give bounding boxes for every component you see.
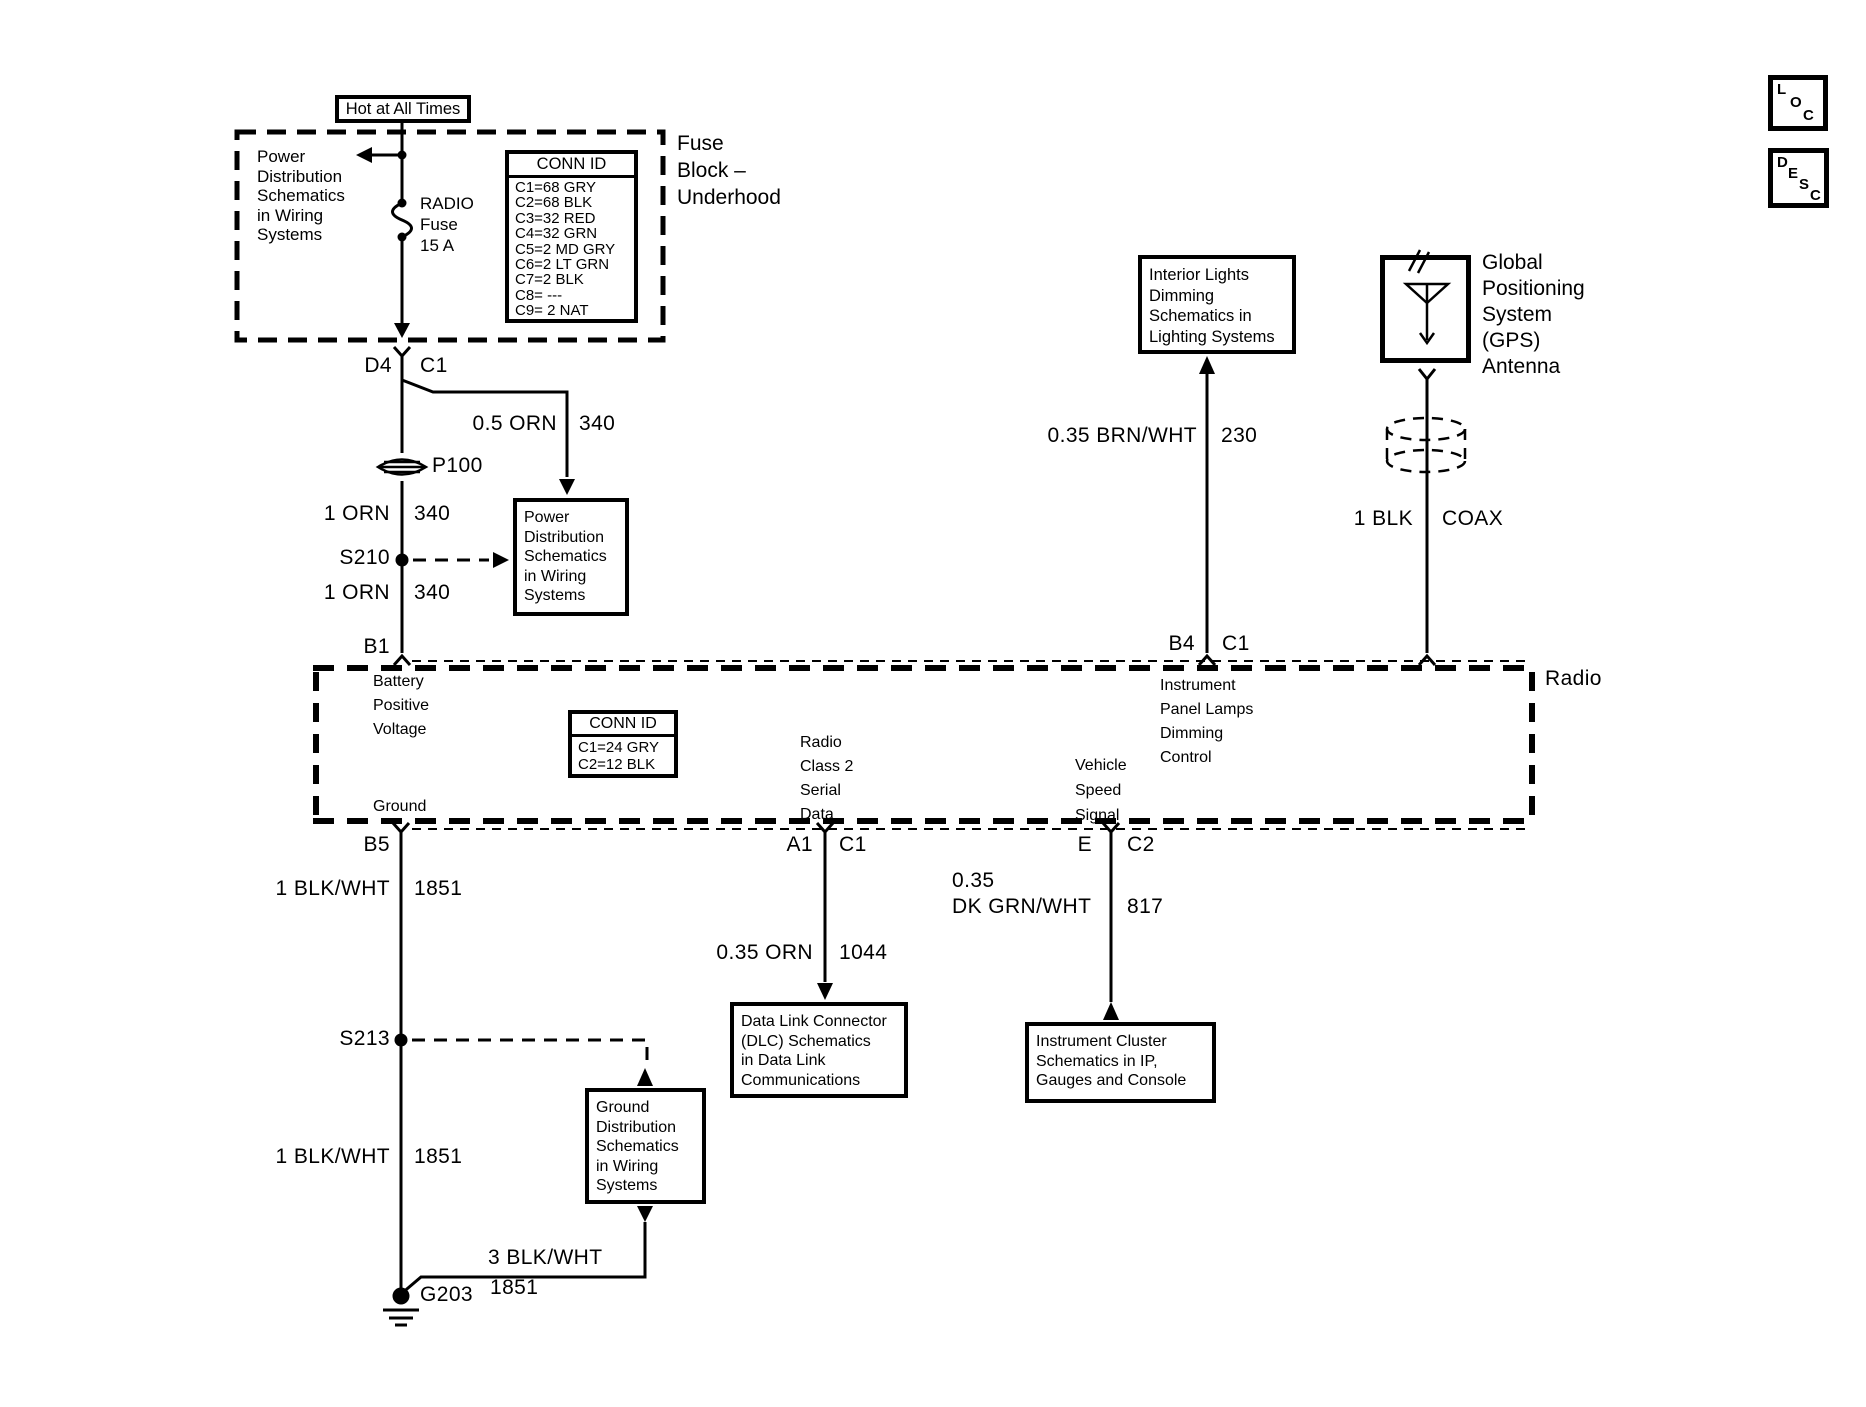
conn-id-rows: C1=68 GRY C2=68 BLK C3=32 RED C4=32 GRN … [515,179,616,320]
conn-id-title: CONN ID [509,154,634,178]
branch-0p5-orn [401,378,575,495]
conn-id-radio-title: CONN ID [572,714,674,737]
pin-b4: B4 [1168,632,1195,655]
conn-id-table-underhood: CONN ID C1=68 GRY C2=68 BLK C3=32 RED C4… [505,150,638,323]
splice-s210 [395,552,509,568]
wire-3blkwht [400,1206,653,1296]
pin-c1-underhood: C1 [420,354,448,377]
coax-wire [1417,368,1437,666]
ground-symbol [383,1287,419,1327]
wire-label-1-blk: 1 BLK [1353,507,1413,530]
wire-label-blkwht-upper: 1 BLK/WHT [275,877,390,900]
wire-size-0p35-vss: 0.35 [952,869,995,892]
pin-a1: A1 [786,833,813,856]
wire-vss [1101,822,1121,1020]
gps-antenna-label: Global Positioning System (GPS) Antenna [1482,251,1585,378]
power-wire [392,122,412,666]
wire-label-1-orn-lower: 1 ORN [323,581,390,604]
circuit-230: 230 [1221,424,1258,447]
pin-b1: B1 [363,635,390,658]
radio-outline [313,660,1535,830]
radio-ground-label: Ground [373,798,427,815]
splice-s213-label: S213 [339,1027,390,1050]
circuit-1851-upper: 1851 [414,877,463,900]
splice-s213 [394,1033,653,1086]
grommet-symbol [375,458,429,476]
fuse-block-power-dist-note: Power Distribution Schematics in Wiring … [257,147,345,244]
circuit-817: 817 [1127,895,1164,918]
radio-class2-label: Radio Class 2 Serial Data [800,734,854,823]
ground-g203-label: G203 [420,1283,473,1306]
circuit-coax: COAX [1442,507,1504,530]
pin-b4-c1: C1 [1222,632,1250,655]
circuit-1851-lower: 1851 [414,1145,463,1168]
wire-class2 [815,822,835,1000]
circuit-1851-ground: 1851 [490,1276,539,1299]
desc-button[interactable]: D E S C [1768,148,1829,208]
conn-id-radio-rows: C1=24 GRY C2=12 BLK [578,739,660,773]
wire-label-0p35-orn: 0.35 ORN [716,941,813,964]
wire-ground [391,822,411,1293]
loc-button[interactable]: L O C [1768,75,1828,131]
wire-label-0p5-orn: 0.5 ORN [472,412,557,435]
fuse-symbol [391,198,413,242]
wire-label-1-orn-upper: 1 ORN [323,502,390,525]
wire-label-dk-grn-wht: DK GRN/WHT [952,895,1092,918]
radio-name-label: Radio [1545,667,1602,690]
ground-dist-ref-box: Ground Distribution Schematics in Wiring… [585,1088,706,1204]
hot-at-all-times-label: Hot at All Times [345,100,461,118]
power-dist-arrow [356,147,407,163]
wire-label-3-blkwht: 3 BLK/WHT [488,1246,603,1269]
instrument-cluster-ref-box: Instrument Cluster Schematics in IP, Gau… [1025,1022,1216,1103]
hot-at-all-times-box: Hot at All Times [335,95,471,123]
gps-antenna-box [1380,255,1471,363]
pin-b5: B5 [363,833,390,856]
wire-label-blkwht-lower: 1 BLK/WHT [275,1145,390,1168]
circuit-1044: 1044 [839,941,888,964]
radio-vss-label: Vehicle Speed Signal [1075,757,1127,824]
pin-a1-c1: C1 [839,833,867,856]
wire-brn-wht [1197,356,1217,666]
pin-e: E [1077,833,1092,856]
dlc-ref-box: Data Link Connector (DLC) Schematics in … [730,1002,908,1098]
fuse-label: RADIO Fuse 15 A [420,194,474,255]
loc-button-label: L [1777,81,1787,98]
circuit-340-lower: 340 [414,581,451,604]
pin-e-c2: C2 [1127,833,1155,856]
pin-d4: D4 [364,354,392,377]
circuit-340-upper: 340 [414,502,451,525]
fuse-block-outline [234,129,666,343]
desc-button-label: D [1777,154,1788,171]
radio-panel-lamps-label: Instrument Panel Lamps Dimming Control [1160,677,1254,766]
radio-battery-label: Battery Positive Voltage [373,673,430,738]
conn-id-table-radio: CONN ID C1=24 GRY C2=12 BLK [568,710,678,778]
circuit-340-branch: 340 [579,412,616,435]
splice-s210-label: S210 [339,546,390,569]
coax-shield-symbol [1385,416,1467,474]
grommet-p100-label: P100 [432,454,483,477]
wire-label-brn-wht: 0.35 BRN/WHT [1047,424,1197,447]
power-dist-ref-box: Power Distribution Schematics in Wiring … [513,498,629,616]
interior-lights-ref-box: Interior Lights Dimming Schematics in Li… [1138,255,1296,354]
fuse-block-title: Fuse Block – Underhood [677,132,781,209]
